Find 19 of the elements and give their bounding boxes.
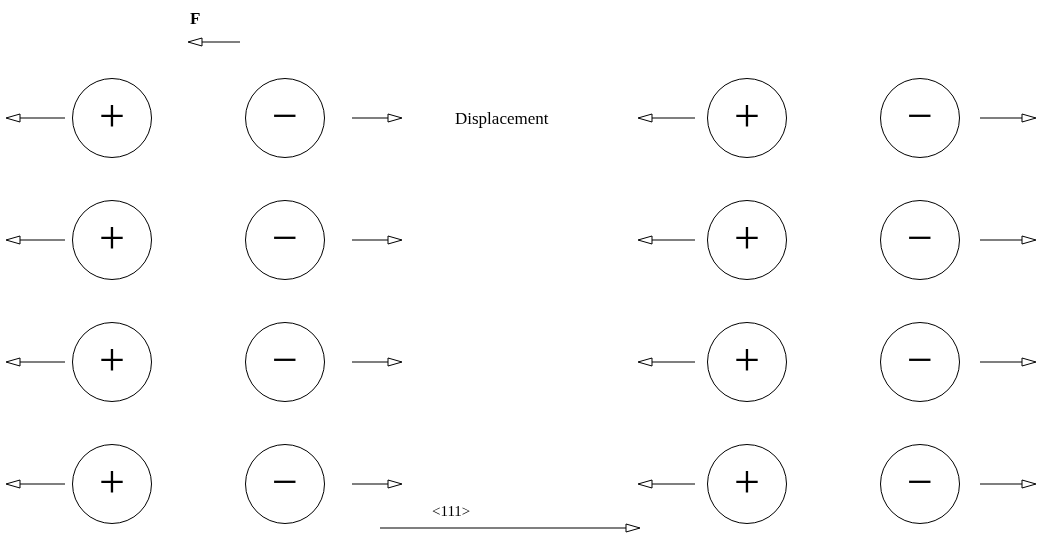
charge-sign: + bbox=[734, 337, 760, 383]
charge-sign: + bbox=[99, 459, 125, 505]
charge-sign: + bbox=[734, 459, 760, 505]
text-label: <111> bbox=[432, 502, 471, 521]
charge-sign: + bbox=[99, 93, 125, 139]
charge-sign: − bbox=[907, 93, 933, 139]
charge-sign: + bbox=[99, 337, 125, 383]
charge-sign: − bbox=[272, 215, 298, 261]
charge-sign: + bbox=[99, 215, 125, 261]
text-label: F bbox=[190, 8, 201, 30]
charge-sign: − bbox=[272, 337, 298, 383]
charge-sign: + bbox=[734, 93, 760, 139]
charge-sign: − bbox=[907, 459, 933, 505]
charge-sign: − bbox=[907, 215, 933, 261]
charge-sign: − bbox=[907, 337, 933, 383]
charge-sign: − bbox=[272, 93, 298, 139]
charge-sign: + bbox=[734, 215, 760, 261]
charge-sign: − bbox=[272, 459, 298, 505]
text-label: Displacement bbox=[455, 108, 549, 130]
